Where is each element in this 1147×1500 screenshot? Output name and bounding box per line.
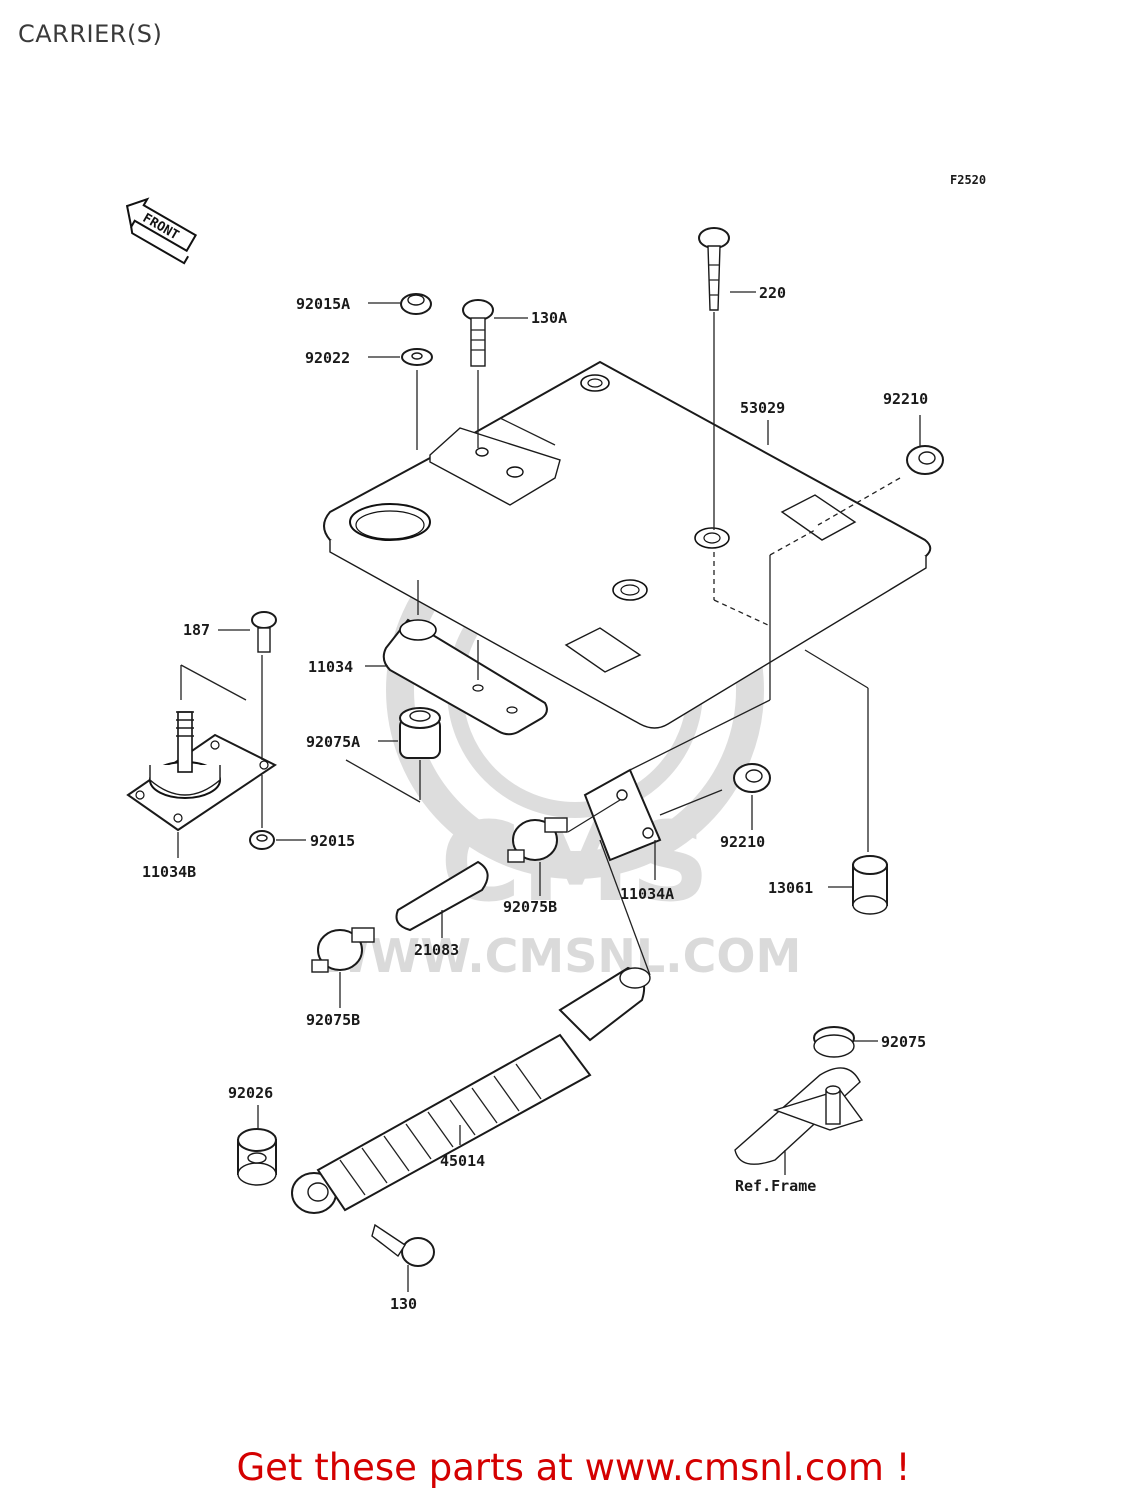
- collar-21083: [395, 860, 489, 932]
- callout-92075B-lower: 92075B: [306, 1011, 360, 1029]
- callout-ref-frame: Ref.Frame: [735, 1177, 816, 1195]
- callout-92075B-upper: 92075B: [503, 898, 557, 916]
- callout-45014: 45014: [440, 1152, 485, 1170]
- callout-92075: 92075: [881, 1033, 926, 1051]
- nut-92015: [249, 830, 275, 850]
- leader-lines: [177, 291, 921, 1292]
- promo-banner: Get these parts at www.cmsnl.com !: [0, 1446, 1147, 1489]
- collar-13061: [852, 855, 888, 915]
- bolt-130: [371, 1223, 435, 1267]
- callout-130A: 130A: [531, 309, 567, 327]
- callout-92015: 92015: [310, 832, 355, 850]
- bolt-187: [251, 611, 277, 653]
- ref-frame-bracket: [734, 1067, 864, 1165]
- parts-diagram: CMS WWW.CMSNL.COM F2520 FRONT: [125, 173, 986, 1313]
- callout-11034B: 11034B: [142, 863, 196, 881]
- callout-130: 130: [390, 1295, 417, 1313]
- front-arrow-icon: FRONT: [125, 197, 198, 265]
- callout-11034: 11034: [308, 658, 353, 676]
- callout-13061: 13061: [768, 879, 813, 897]
- nut-92210-bottom: [733, 763, 771, 793]
- page-title: CARRIER(S): [18, 20, 163, 48]
- watermark-url: WWW.CMSNL.COM: [319, 929, 802, 983]
- shock-absorber-45014: [291, 966, 651, 1214]
- callout-53029: 53029: [740, 399, 785, 417]
- washer-92075: [813, 1026, 855, 1058]
- promo-link[interactable]: Get these parts at www.cmsnl.com !: [236, 1446, 911, 1489]
- nut-92210-top: [906, 445, 944, 475]
- callout-92210-top: 92210: [883, 390, 928, 408]
- carrier-plate: [323, 360, 932, 729]
- screw-220: [698, 227, 730, 311]
- rubber-92075B-upper: [507, 817, 568, 863]
- callout-187: 187: [183, 621, 210, 639]
- bracket-11034: [382, 618, 548, 736]
- washer-92022: [401, 348, 433, 366]
- callout-92015A: 92015A: [296, 295, 350, 313]
- nut-92015A: [400, 293, 432, 315]
- callout-92026: 92026: [228, 1084, 273, 1102]
- mount-plate-11034B: [126, 711, 277, 832]
- collar-92026: [237, 1128, 277, 1186]
- bolt-130A: [462, 299, 494, 367]
- callout-92075A: 92075A: [306, 733, 360, 751]
- svg-text:CMS: CMS: [440, 798, 709, 926]
- rubber-92075A: [399, 707, 441, 759]
- bracket-11034A: [583, 768, 662, 862]
- figure-code: F2520: [950, 173, 986, 187]
- callout-21083: 21083: [414, 941, 459, 959]
- callout-11034A: 11034A: [620, 885, 674, 903]
- rubber-92075B-lower: [311, 927, 375, 973]
- callout-220: 220: [759, 284, 786, 302]
- callout-92210-bottom: 92210: [720, 833, 765, 851]
- callout-92022: 92022: [305, 349, 350, 367]
